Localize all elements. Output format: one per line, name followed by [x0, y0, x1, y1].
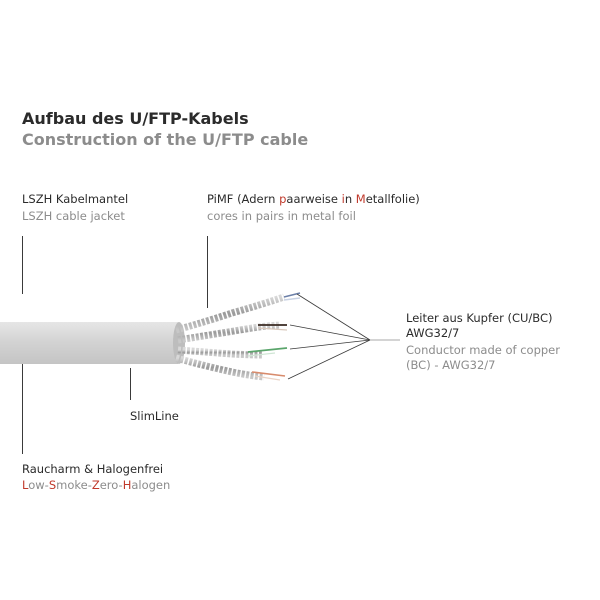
conductor-label-de-2: AWG32/7: [406, 326, 460, 340]
jacket-pointer-line: [22, 236, 23, 294]
halogen-pointer-line: [22, 364, 23, 454]
cable-jacket: [0, 322, 181, 364]
core-blue: [283, 292, 301, 298]
pimf-label-de: PiMF (Adern paarweise in Metallfolie): [207, 192, 420, 206]
core-orange-white: [254, 375, 281, 381]
conductor-label-en-1: Conductor made of copper: [406, 343, 560, 357]
title-de: Aufbau des U/FTP-Kabels: [22, 109, 249, 128]
jacket-label-en: LSZH cable jacket: [22, 209, 125, 223]
title-en: Construction of the U/FTP cable: [22, 130, 309, 149]
slimline-pointer-line: [130, 368, 131, 400]
jacket-label-de: LSZH Kabelmantel: [22, 192, 129, 206]
foil-pair-1: [175, 293, 286, 334]
core-orange: [251, 371, 286, 377]
conductor-label-de-1: Leiter aus Kupfer (CU/BC): [406, 311, 553, 325]
halogen-label-de: Raucharm & Halogenfrei: [22, 462, 164, 476]
core-green: [247, 347, 288, 353]
core-green-white: [247, 352, 276, 357]
conductor-pointer-lines: [287, 293, 400, 380]
foil-pair-2: [177, 321, 281, 344]
foil-pair-4: [175, 354, 265, 381]
pimf-label-en: cores in pairs in metal foil: [207, 209, 356, 223]
conductor-label-en-2: (BC) - AWG32/7: [406, 358, 496, 372]
core-brown-white: [257, 327, 288, 331]
halogen-label-en: Low-Smoke-Zero-Halogen: [22, 478, 171, 492]
core-blue-white: [283, 297, 301, 301]
slimline-label: SlimLine: [130, 409, 179, 423]
pimf-pointer-line: [207, 236, 208, 308]
